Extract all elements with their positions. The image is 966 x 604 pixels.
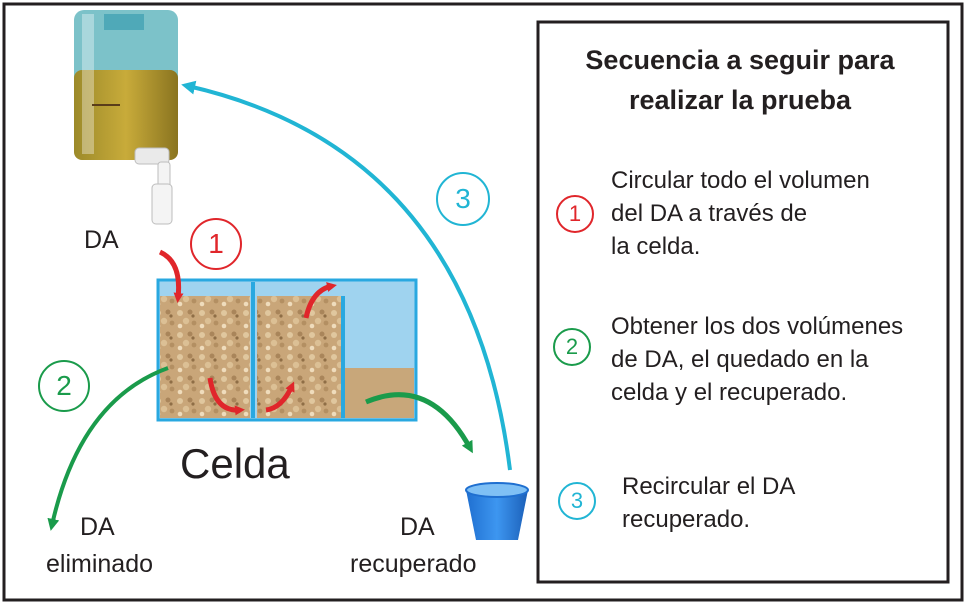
step-2-line3: celda y el recuperado. [611,379,848,406]
recovered-label-line2: recuperado [350,550,477,578]
step-2-text: Obtener los dos volúmenes de DA, el qued… [611,310,903,409]
bucket-icon [465,482,529,540]
step-1-text: Circular todo el volumen del DA a través… [611,164,870,263]
step-1-line2: del DA a través de [611,200,808,227]
step-2-line2: de DA, el quedado en la [611,346,869,373]
sand-chamber-2 [257,296,341,418]
step-1-badge: 1 [556,195,594,233]
recovered-label-line1: DA [400,513,435,541]
diagram-step-1-badge: 1 [190,218,242,270]
removed-label-line2: eliminado [46,550,154,578]
diagram-step-2-badge: 2 [38,360,90,412]
arrow-recirculate [181,80,512,471]
step-2-line1: Obtener los dos volúmenes [611,313,904,340]
cell-label: Celda [180,440,290,487]
sequence-panel-frame [536,20,950,584]
removed-label-line1: DA [80,513,115,541]
step-3-line2: recuperado. [622,506,751,533]
arrow-over-wall [303,282,337,319]
step-3-badge: 3 [558,482,596,520]
arrow-into-cell [158,249,184,303]
diagram-step-3-badge: 3 [436,172,490,226]
sequence-title-line1: Secuencia a seguir para [585,45,895,75]
step-1-line3: la celda. [611,233,701,260]
arrow-removed [47,366,169,531]
water-container-icon [74,10,178,225]
sequence-title: Secuencia a seguir para realizar la prue… [560,40,920,120]
step-1-line1: Circular todo el volumen [611,167,870,194]
step-3-line1: Recircular el DA [622,473,796,500]
arrow-to-bucket [365,392,473,454]
sand-chamber-1 [160,296,250,418]
step-2-badge: 2 [553,328,591,366]
sequence-title-line2: realizar la prueba [628,85,852,115]
step-3-text: Recircular el DA recuperado. [622,470,795,536]
arrow-under-wall [207,377,245,416]
source-label: DA [84,226,119,254]
arrow-up-chamber [265,381,295,413]
